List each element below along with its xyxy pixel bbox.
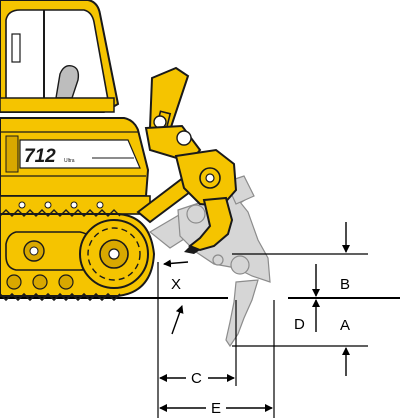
dim-label-d: D: [294, 316, 305, 333]
ripper-tip: [184, 246, 200, 254]
dim-x-arrow-lower: [171, 305, 184, 335]
dim-label-b: B: [340, 276, 350, 293]
frame-bolt-4: [96, 201, 104, 209]
upper-link-pin: [176, 130, 192, 146]
cab-door-handle: [11, 33, 21, 63]
ripper-shank: [188, 196, 234, 252]
hood-grille: [5, 135, 19, 173]
model-badge: 712: [24, 146, 56, 167]
ghost-shank: [225, 279, 259, 348]
cab-floor: [0, 97, 115, 113]
dim-x-arrow-upper: [163, 259, 189, 268]
crawler-tractor: 712 Ultra: [0, 0, 156, 302]
dim-label-e: E: [211, 400, 221, 417]
sprocket-axle: [108, 248, 120, 260]
track-grousers-top: [0, 209, 121, 217]
frame-bolt-2: [44, 201, 52, 209]
track-roller-3: [58, 274, 74, 290]
track-frame: [5, 231, 93, 271]
ripper-frame-pin-center: [205, 173, 215, 183]
dim-label-a: A: [340, 317, 350, 334]
dimension-annotations: B D A X C E: [157, 222, 368, 418]
track-grousers: [0, 292, 121, 302]
frame-bolt-3: [70, 201, 78, 209]
ripper-raised-position: [136, 66, 238, 254]
track-roller-2: [32, 274, 48, 290]
ghost-pin-1: [186, 204, 206, 224]
sprocket-rim: [87, 227, 141, 281]
track-frame-hole-2: [29, 246, 39, 256]
operator-seat: [55, 64, 80, 99]
dim-label-x: X: [171, 276, 181, 293]
track-roller-1: [6, 274, 22, 290]
model-badge-suffix: Ultra: [64, 158, 75, 164]
dim-label-c: C: [191, 370, 202, 387]
model-badge-panel: [19, 139, 141, 169]
cab-window: [5, 9, 109, 101]
ghost-pin-2: [230, 255, 250, 275]
ghost-pin-3: [212, 254, 224, 266]
frame-bolt-1: [18, 201, 26, 209]
